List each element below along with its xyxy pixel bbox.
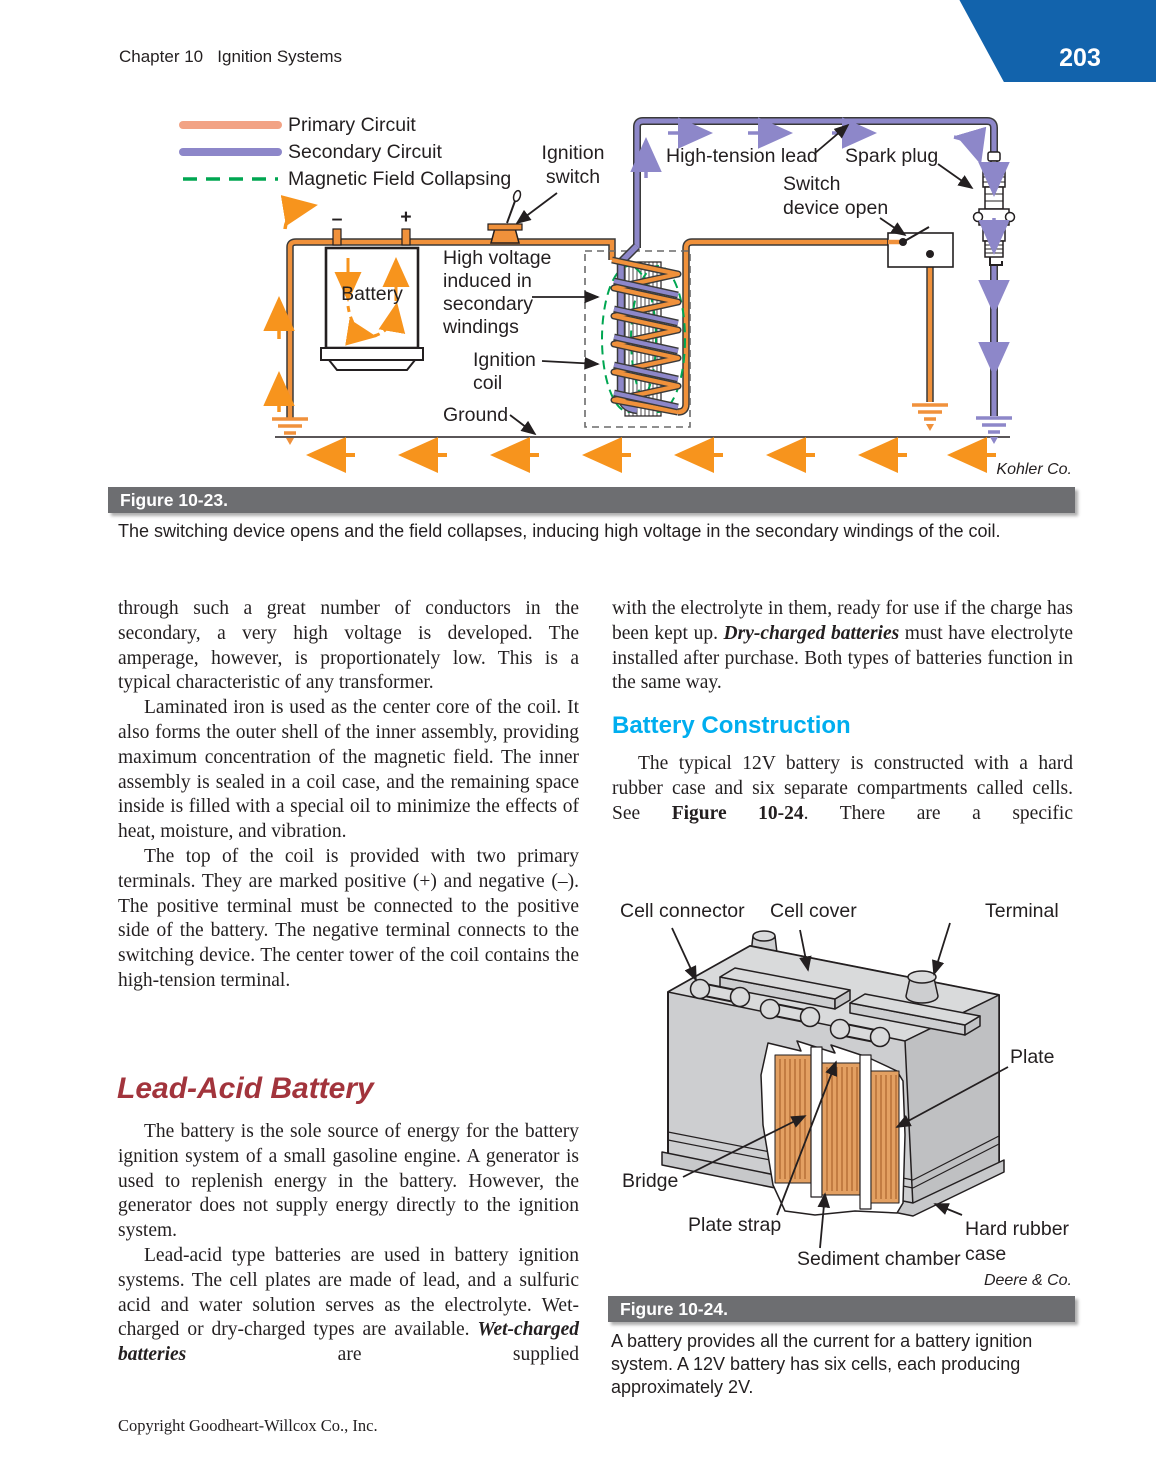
chapter-header: Chapter 10 Ignition Systems [119, 47, 343, 66]
switch-device [887, 226, 954, 268]
sediment-chamber-label: Sediment chamber [797, 1248, 961, 1270]
battery-negative-post [332, 228, 342, 246]
cell-connectors [689, 978, 891, 1048]
hard-rubber-case-label-line2: case [965, 1243, 1006, 1265]
cell-plates [774, 1046, 900, 1210]
battery-label: Battery [341, 283, 403, 305]
figure-10-23-bar: Figure 10-23. [108, 487, 1075, 513]
switch-device-label: Switch device open [783, 173, 907, 237]
terminal-label: Terminal [985, 900, 1059, 922]
svg-text:induced in: induced in [443, 270, 532, 292]
legend: Primary Circuit Secondary Circuit Magnet… [179, 114, 511, 190]
svg-text:Ignition: Ignition [473, 349, 536, 371]
paragraph: with the electrolyte in them, ready for … [612, 597, 1073, 696]
ignition-coil-label: Ignition coil [473, 349, 600, 394]
legend-secondary-label: Secondary Circuit [288, 141, 442, 163]
svg-text:Ground: Ground [443, 404, 508, 426]
subsection-heading-battery-construction: Battery Construction [612, 712, 851, 739]
text-run: Lead-acid type batteries are used in bat… [118, 1244, 579, 1341]
battery-internal-arrows [334, 257, 410, 346]
legend-primary-label: Primary Circuit [288, 114, 416, 136]
spark-plug-ground-symbol [976, 416, 1012, 444]
text-run: must have electrolyte installed after pu… [612, 622, 1073, 694]
cell-cover-label: Cell cover [770, 900, 857, 922]
cell-cover-bar-1 [719, 967, 851, 1010]
text-run: are supplied [186, 1344, 579, 1366]
left-column-text-2: The battery is the sole source of energy… [118, 1120, 579, 1368]
cell-connector-label: Cell connector [620, 900, 745, 922]
svg-text:windings: windings [442, 316, 519, 338]
high-tension-lead-label: High-tension lead [666, 145, 818, 167]
figure-reference: Figure 10-24 [671, 802, 804, 824]
figure-10-23-caption: The switching device opens and the field… [118, 521, 1001, 541]
ignition-switch-label-line2: switch [546, 166, 600, 188]
figure-10-24-credit: Deere & Co. [983, 1272, 1072, 1289]
paragraph: The typical 12V battery is constructed w… [612, 752, 1073, 826]
paragraph: through such a great number of conductor… [118, 598, 579, 694]
copyright-footer: Copyright Goodheart-Willcox Co., Inc. [118, 1416, 378, 1435]
figure-10-24-bar: Figure 10-24. [608, 1296, 1075, 1322]
text-run: with the electrolyte in them, ready for … [612, 598, 1073, 644]
left-column-text: through such a great number of conductor… [118, 597, 579, 994]
paragraph: The battery is the sole source of energy… [118, 1121, 579, 1242]
key-term: Wet-charged batteries [118, 1319, 579, 1366]
plate-strap-label: Plate strap [688, 1214, 781, 1236]
ignition-coil [584, 242, 691, 428]
ground-label: Ground [443, 404, 537, 436]
figure-10-24-caption: A battery provides all the current for a… [611, 1331, 1033, 1397]
secondary-winding [613, 278, 679, 410]
ignition-coil-leader [541, 356, 600, 370]
svg-text:High voltage: High voltage [443, 247, 551, 269]
ignition-switch-label-line1: Ignition [542, 142, 605, 164]
svg-text:Switch: Switch [783, 173, 840, 195]
figure-10-23-circuit-diagram: Primary Circuit Secondary Circuit Magnet… [179, 114, 1016, 473]
svg-text:device open: device open [783, 197, 888, 219]
paragraph: The top of the coil is provided with two… [118, 845, 579, 991]
section-heading-lead-acid-battery: Lead-Acid Battery [117, 1072, 374, 1105]
text-run: . There are a specific [803, 802, 1073, 824]
case-base [661, 1151, 1005, 1217]
bridge-label: Bridge [622, 1170, 678, 1192]
secondary-circuit-wire [630, 117, 1012, 444]
text-run: The typical 12V battery is constructed w… [612, 753, 1073, 824]
paragraph: Lead-acid type batteries are used in bat… [118, 1244, 579, 1368]
battery: – + Battery [320, 206, 424, 371]
high-tension-lead-leader [813, 123, 850, 155]
figure-24-leaders [671, 922, 1009, 1249]
switch-device-leader [879, 217, 907, 237]
hard-rubber-case-label-line1: Hard rubber [965, 1218, 1070, 1240]
paragraph: Laminated iron is used as the center cor… [118, 697, 579, 843]
battery-minus-sign: – [332, 208, 343, 230]
primary-flow-arrows [263, 195, 318, 412]
svg-text:coil: coil [473, 372, 502, 394]
battery-plus-sign: + [400, 206, 411, 228]
battery-positive-post [401, 228, 411, 246]
cell-cover-bar-2 [849, 993, 981, 1036]
high-voltage-label: High voltage induced in secondary windin… [442, 247, 600, 338]
battery-ground-symbol [272, 417, 308, 445]
right-column-text: with the electrolyte in them, ready for … [612, 597, 1073, 696]
figure-10-24-battery-diagram: Cell connector Cell cover Terminal Plate… [620, 900, 1070, 1270]
switch-ground-symbol [912, 403, 948, 431]
plate-strap-2 [859, 1054, 872, 1210]
right-column-text-2: The typical 12V battery is constructed w… [612, 752, 1073, 826]
ignition-switch [487, 189, 523, 244]
figure-10-23-credit: Kohler Co. [996, 461, 1072, 478]
secondary-flow-arrows [630, 117, 1010, 377]
legend-magnetic-label: Magnetic Field Collapsing [288, 168, 511, 190]
ground-leader [509, 414, 537, 436]
page-number: 203 [1059, 44, 1101, 72]
battery-case [661, 930, 1005, 1217]
spark-plug-leader [937, 163, 974, 190]
spark-plug-label: Spark plug [845, 145, 938, 167]
terminal-post [905, 977, 939, 1004]
svg-text:secondary: secondary [443, 293, 533, 315]
key-term: Dry-charged batteries [723, 622, 900, 644]
primary-circuit-wire [263, 195, 948, 445]
ignition-switch-leader [515, 192, 558, 225]
plate-label: Plate [1010, 1046, 1054, 1068]
